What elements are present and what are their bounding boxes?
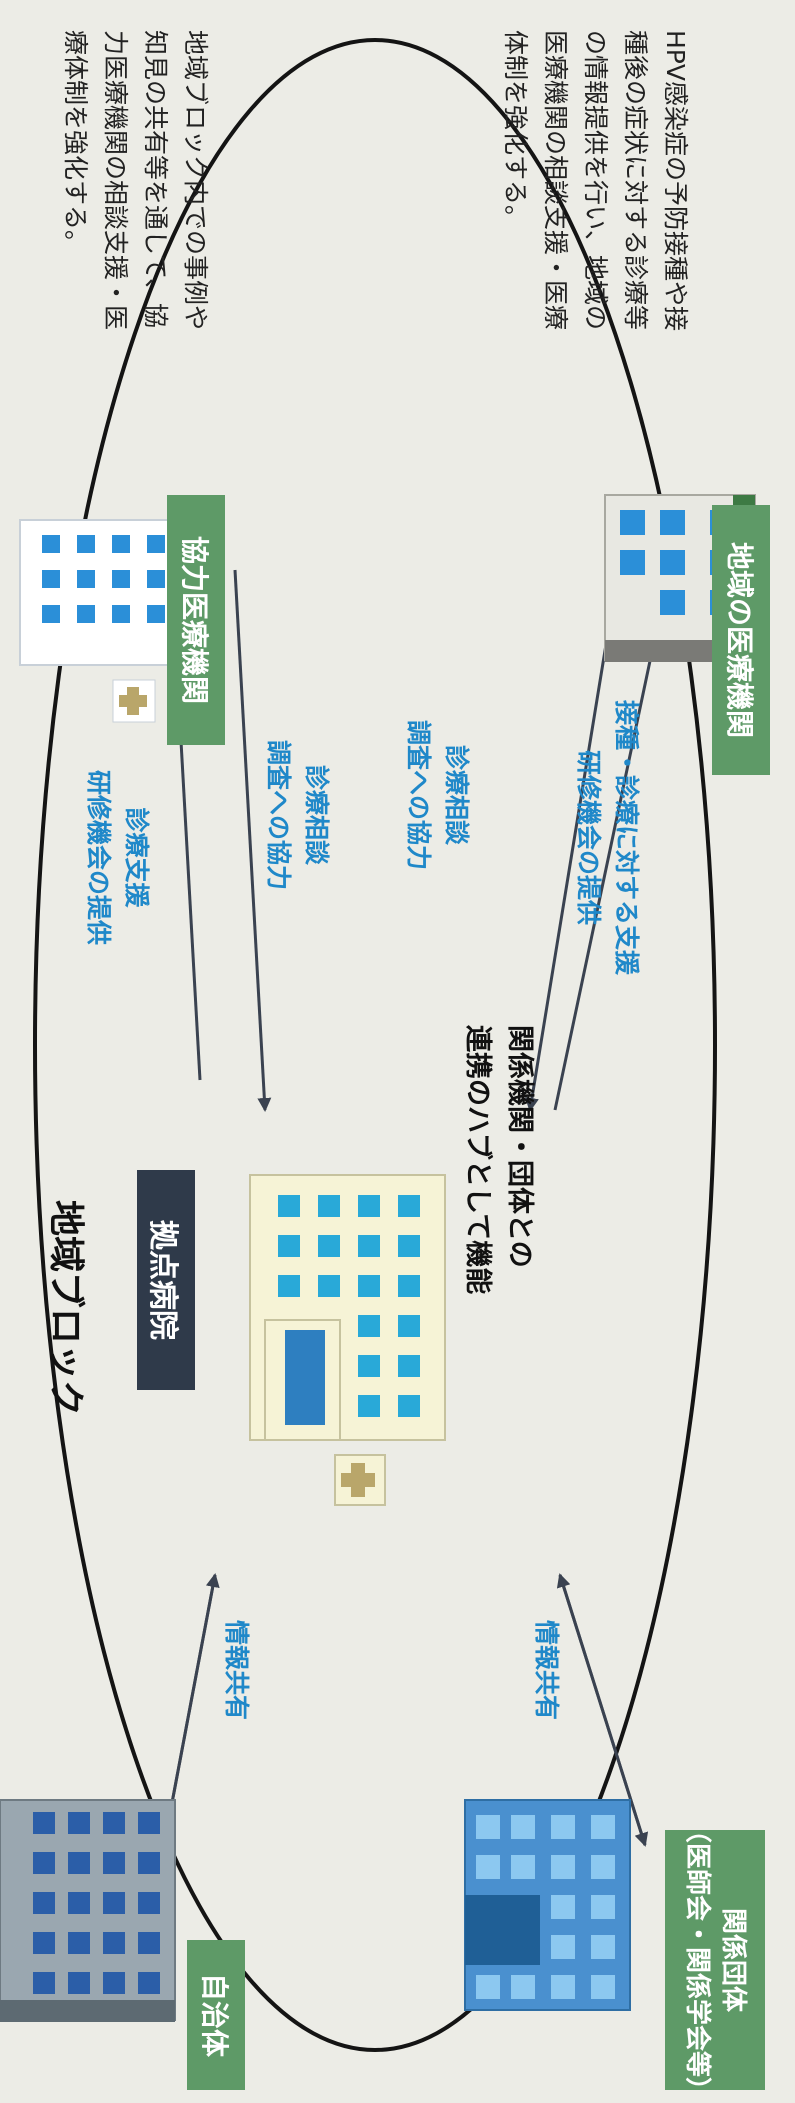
edge-label-regional-to-hub: 診療相談 調査への協力 bbox=[399, 720, 475, 870]
association-label: 関係団体 （医師会・関係学会等） bbox=[665, 1817, 765, 2103]
edge-label-line: 調査への協力 bbox=[264, 740, 293, 891]
cooperating-description-line: 療体制を強化する。 bbox=[61, 30, 90, 256]
region-ellipse bbox=[33, 38, 717, 2052]
arrow-hub-to-regional bbox=[553, 588, 670, 1111]
edge-label-coop-to-hub: 診療相談 調査への協力 bbox=[259, 740, 335, 890]
hub-caption: 関係機関・団体との 連携のハブとして機能 bbox=[456, 1025, 540, 1445]
region-title: 地域ブロック bbox=[45, 1200, 86, 1417]
regional-description-line: 医療機関の相談支援・医療 bbox=[541, 30, 570, 331]
regional-label: 地域の医療機関 bbox=[712, 505, 770, 775]
regional-description-line: HPV感染症の予防接種や接 bbox=[661, 30, 690, 331]
association-label-line1: 関係団体 bbox=[718, 1907, 748, 2012]
edge-label-line: 診療相談 bbox=[442, 745, 471, 846]
association-building-icon bbox=[464, 1799, 631, 2011]
association-label-line2: （医師会・関係学会等） bbox=[682, 1817, 712, 2103]
edge-label-line: 研修機会の提供 bbox=[574, 750, 603, 926]
cooperating-description-line: 知見の共有等を通して、協 bbox=[141, 30, 170, 329]
edge-label-line: 研修機会の提供 bbox=[84, 770, 113, 946]
arrow-municipality-to-hub bbox=[163, 1573, 220, 1841]
edge-label-line: 診療相談 bbox=[302, 765, 331, 866]
arrow-regional-to-hub bbox=[525, 619, 612, 1112]
arrow-coop-to-hub bbox=[233, 569, 272, 1112]
hub-caption-line2: 連携のハブとして機能 bbox=[462, 1025, 493, 1295]
cooperating-label: 協力医療機関 bbox=[167, 495, 225, 745]
hub-hospital-icon bbox=[249, 1174, 446, 1506]
regional-description: HPV感染症の予防接種や接 種後の症状に対する診療等 の情報提供を行い、地域の … bbox=[495, 30, 695, 470]
regional-description-line: 種後の症状に対する診療等 bbox=[621, 30, 650, 331]
hub-caption-line1: 関係機関・団体との bbox=[504, 1025, 535, 1268]
regional-description-line: 体制を強化する。 bbox=[501, 30, 530, 231]
cooperating-description: 地域ブロック内での事例や 知見の共有等を通して、協 力医療機関の相談支援・医 療… bbox=[55, 30, 215, 470]
cooperating-description-line: 力医療機関の相談支援・医 bbox=[101, 30, 130, 331]
edge-label-hub-to-coop: 診療支援 研修機会の提供 bbox=[79, 770, 155, 945]
edge-label-line: 調査への協力 bbox=[404, 720, 433, 871]
municipality-label: 自治体 bbox=[187, 1940, 245, 2090]
edge-label-association: 情報共有 bbox=[532, 1620, 561, 1721]
edge-label-hub-to-regional: 接種・診療に対する支援 研修機会の提供 bbox=[569, 700, 645, 975]
edge-label-line: 接種・診療に対する支援 bbox=[612, 700, 641, 976]
regional-description-line: の情報提供を行い、地域の bbox=[581, 30, 610, 331]
edge-label-municipality: 情報共有 bbox=[222, 1620, 251, 1721]
edge-label-line: 診療支援 bbox=[122, 807, 151, 908]
municipality-building-icon bbox=[0, 1799, 176, 2022]
hub-label: 拠点病院 bbox=[137, 1170, 195, 1390]
cooperating-description-line: 地域ブロック内での事例や bbox=[181, 30, 210, 331]
